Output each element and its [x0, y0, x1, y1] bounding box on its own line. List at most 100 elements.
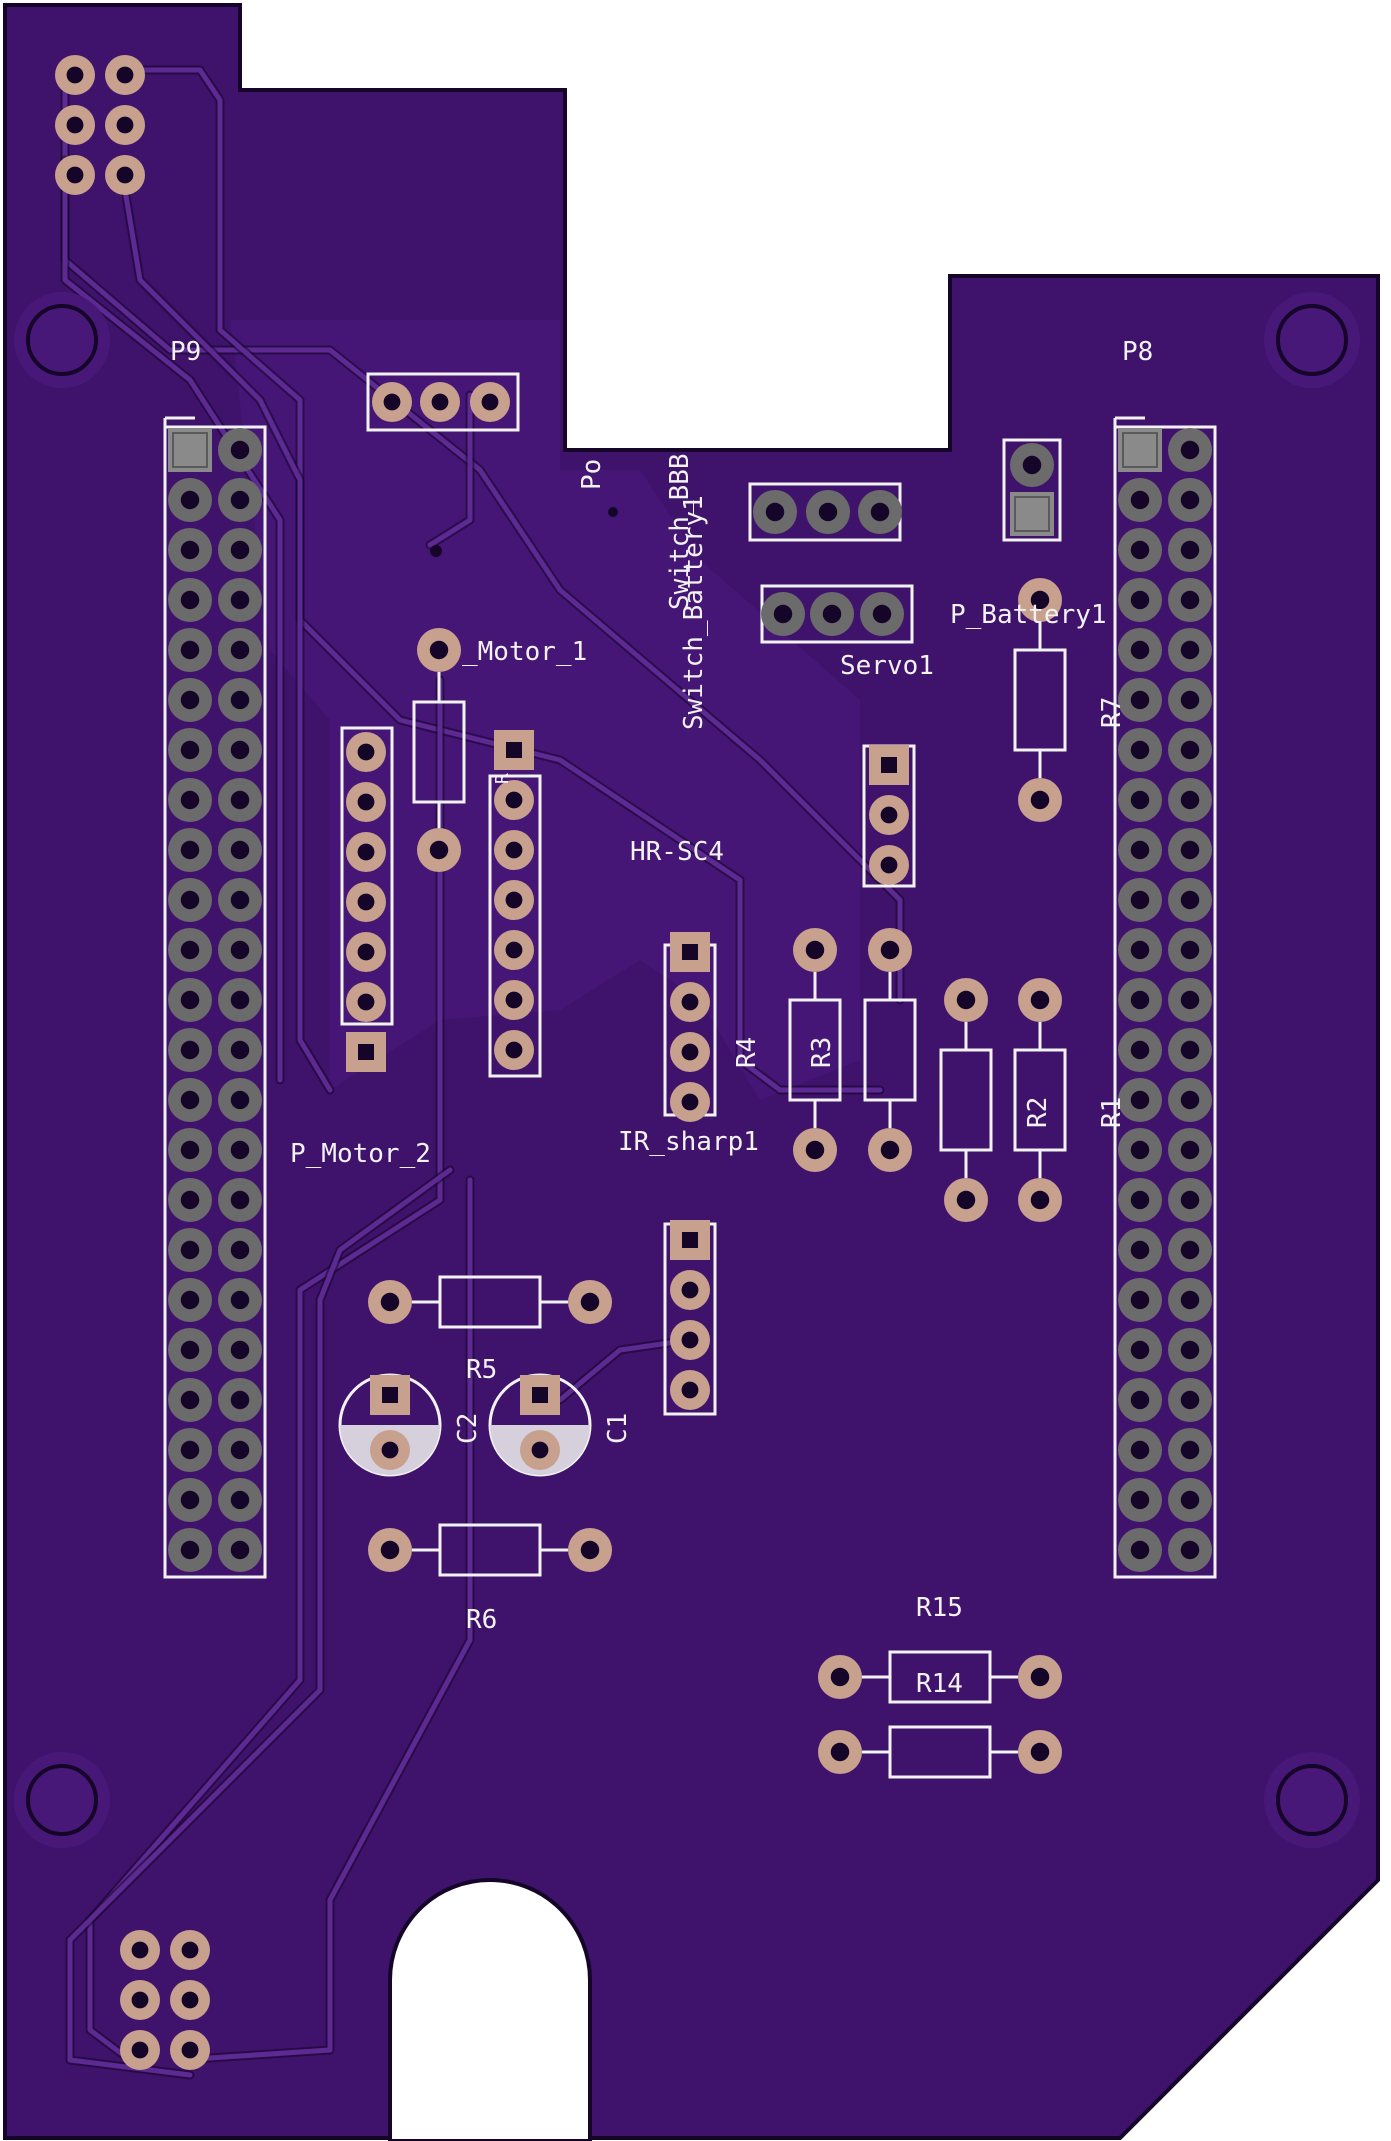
pad	[368, 1528, 412, 1572]
pad	[1118, 928, 1162, 972]
pad	[1118, 1028, 1162, 1072]
trace-7	[67, 1167, 453, 2078]
label-c1: C1	[603, 1413, 633, 1444]
pad	[1118, 428, 1162, 472]
label-r4: R4	[732, 1037, 762, 1068]
pad	[1118, 1428, 1162, 1472]
label-p9: P9	[170, 337, 201, 367]
pad	[105, 105, 145, 145]
label-servo1: Servo1	[840, 651, 934, 681]
label-switch-bb: Switch_BBB	[665, 453, 695, 610]
pad	[168, 1078, 212, 1122]
pad	[370, 1375, 410, 1415]
pad	[218, 978, 262, 1022]
pad	[346, 782, 386, 822]
trace-0	[62, 67, 903, 1003]
pad	[218, 1378, 262, 1422]
pad	[1168, 578, 1212, 622]
pad	[120, 1930, 160, 1970]
pad	[170, 1980, 210, 2020]
pad	[793, 928, 837, 972]
pad	[1018, 778, 1062, 822]
label-hr-sc4: HR-SC4	[630, 837, 724, 867]
pad	[944, 978, 988, 1022]
pad	[218, 1028, 262, 1072]
pad	[1018, 1730, 1062, 1774]
pad	[1168, 878, 1212, 922]
pad	[218, 678, 262, 722]
copper-pour	[230, 320, 860, 1100]
pad	[670, 932, 710, 972]
pad	[1118, 778, 1162, 822]
pad	[1118, 478, 1162, 522]
silk-ic	[488, 774, 542, 1078]
pad	[218, 1428, 262, 1472]
pad	[168, 1128, 212, 1172]
pad	[120, 1980, 160, 2020]
silk-pbattery	[1002, 438, 1062, 542]
pad	[1118, 1278, 1162, 1322]
pad	[1168, 1028, 1212, 1072]
pad	[218, 1478, 262, 1522]
pads	[55, 55, 1212, 2070]
pad	[1168, 1528, 1212, 1572]
pad	[120, 2030, 160, 2070]
pad	[520, 1375, 560, 1415]
pad	[168, 528, 212, 572]
mount-hole-0	[26, 304, 98, 376]
pad	[1018, 978, 1062, 1022]
pad	[218, 778, 262, 822]
pad	[1168, 828, 1212, 872]
pad	[670, 1082, 710, 1122]
label-p-battery1: P_Battery1	[950, 600, 1107, 630]
pad	[168, 1278, 212, 1322]
pad	[761, 592, 805, 636]
pad	[218, 1178, 262, 1222]
via-2	[608, 507, 618, 517]
pad	[1018, 1655, 1062, 1699]
pad	[470, 382, 510, 422]
pad	[1168, 978, 1212, 1022]
label-r5: R5	[466, 1355, 497, 1385]
pad	[670, 982, 710, 1022]
pad	[1168, 728, 1212, 772]
label-r7: R7	[1097, 697, 1127, 728]
pad	[670, 1032, 710, 1072]
pad	[346, 882, 386, 922]
pad	[168, 828, 212, 872]
label-p-motor-1: _Motor_1	[462, 637, 587, 667]
pad	[494, 830, 534, 870]
trace-8	[557, 1337, 693, 1403]
pad	[944, 1178, 988, 1222]
pad	[1018, 578, 1062, 622]
pad	[1168, 528, 1212, 572]
pad	[55, 105, 95, 145]
pad	[370, 1430, 410, 1470]
label-r2: R2	[1023, 1097, 1053, 1128]
bottom-notch	[388, 1878, 592, 2141]
label-c2: C2	[453, 1413, 483, 1444]
pad	[218, 1328, 262, 1372]
pad	[1168, 1228, 1212, 1272]
pad	[218, 1228, 262, 1272]
pad	[55, 155, 95, 195]
pad	[1168, 928, 1212, 972]
pad	[1118, 1378, 1162, 1422]
pad	[218, 478, 262, 522]
pad	[1168, 1378, 1212, 1422]
pad	[868, 928, 912, 972]
silk-switch-top	[366, 372, 520, 432]
pad	[218, 428, 262, 472]
trace-5	[87, 677, 443, 2063]
pad	[168, 628, 212, 672]
pad	[417, 628, 461, 672]
pad	[55, 55, 95, 95]
pad	[806, 490, 850, 534]
label-r14: R14	[916, 1669, 963, 1699]
pad	[494, 880, 534, 920]
pad	[1168, 1128, 1212, 1172]
pad	[420, 382, 460, 422]
pad	[1118, 828, 1162, 872]
pad	[1118, 728, 1162, 772]
